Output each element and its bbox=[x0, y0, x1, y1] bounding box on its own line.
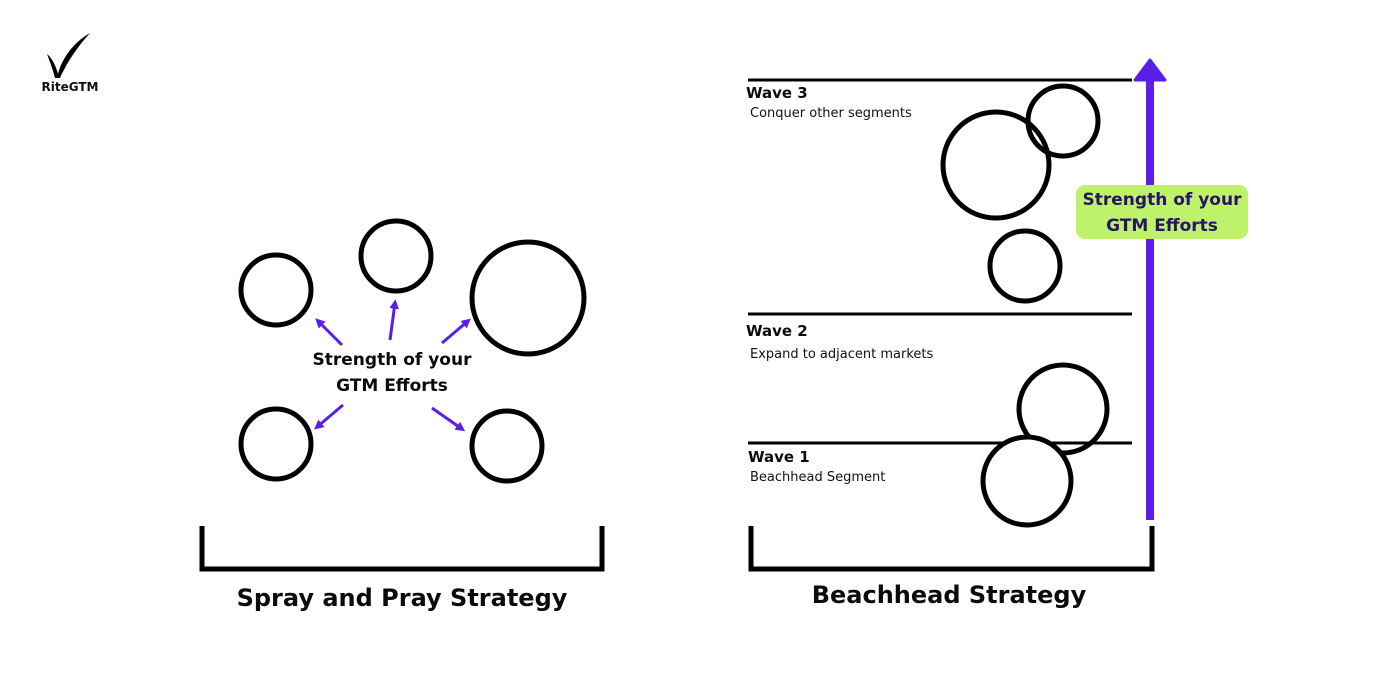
segment-circle bbox=[1025, 83, 1101, 159]
market-segment-circle bbox=[238, 252, 314, 328]
segment-circle bbox=[987, 228, 1063, 304]
logo-text: RiteGTM bbox=[42, 80, 99, 94]
wave-3-title: Wave 3 bbox=[746, 84, 808, 102]
logo: RiteGTM bbox=[42, 33, 99, 94]
strength-arrow-head bbox=[1133, 58, 1167, 82]
arrow-up bbox=[388, 299, 399, 341]
market-segment-circle bbox=[238, 406, 314, 482]
wave-2-title: Wave 2 bbox=[746, 322, 808, 340]
market-segment-circle bbox=[358, 218, 434, 294]
market-segment-circle bbox=[469, 408, 545, 484]
checkmark-icon bbox=[47, 33, 90, 78]
beachhead-panel: Wave 3 Conquer other segments Wave 2 Exp… bbox=[746, 58, 1248, 609]
wave-1-subtitle: Beachhead Segment bbox=[750, 470, 885, 485]
arrow-down-right bbox=[431, 406, 466, 432]
strength-label-badge bbox=[1076, 185, 1248, 239]
beachhead-bracket bbox=[748, 526, 1155, 572]
wave-1-title: Wave 1 bbox=[748, 448, 810, 466]
segment-circle bbox=[940, 109, 1052, 221]
strength-label-line2: GTM Efforts bbox=[1106, 216, 1218, 236]
beachhead-heading: Beachhead Strategy bbox=[812, 581, 1087, 609]
spray-center-label-line1: Strength of your bbox=[313, 350, 473, 370]
segment-circle bbox=[980, 434, 1074, 528]
spray-center-label-line2: GTM Efforts bbox=[336, 376, 448, 396]
spray-and-pray-panel: Strength of your GTM Efforts Spray and P… bbox=[199, 218, 605, 612]
wave-3-subtitle: Conquer other segments bbox=[750, 106, 912, 121]
market-segment-circle bbox=[469, 239, 587, 357]
strength-label-line1: Strength of your bbox=[1083, 190, 1243, 210]
spray-heading: Spray and Pray Strategy bbox=[237, 584, 568, 612]
arrow-up-right bbox=[441, 318, 471, 345]
wave-2-subtitle: Expand to adjacent markets bbox=[750, 347, 933, 362]
arrow-up-left bbox=[315, 318, 344, 347]
arrow-down-left bbox=[314, 403, 344, 430]
spray-bracket bbox=[199, 526, 605, 572]
